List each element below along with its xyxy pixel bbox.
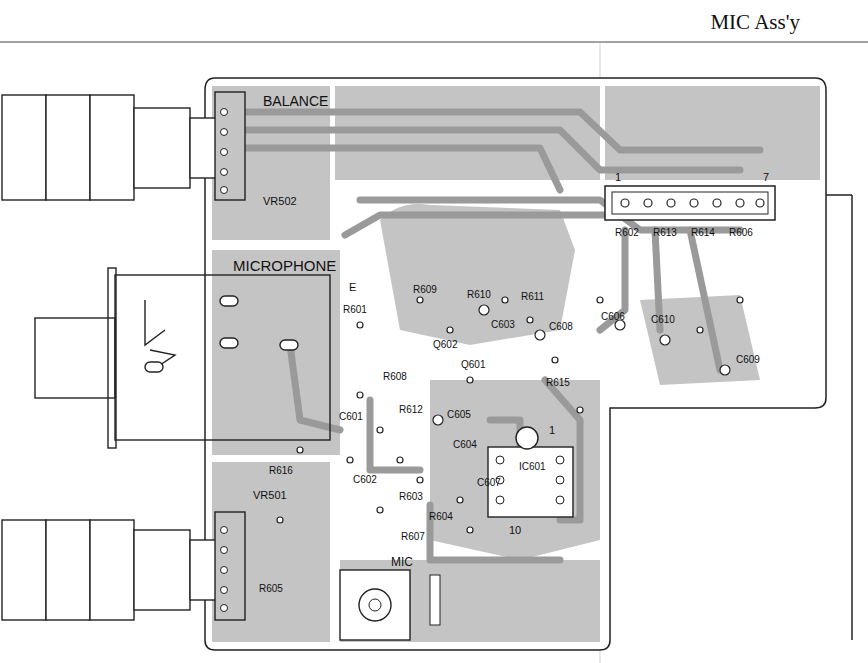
part-label: R601	[342, 305, 368, 315]
part-label: VR502	[262, 196, 298, 207]
part-label: MIC	[390, 556, 414, 568]
part-label: IC601	[518, 462, 547, 472]
part-label: R604	[428, 512, 454, 522]
part-label: C605	[446, 410, 472, 420]
part-label: C607	[476, 478, 502, 488]
part-label: R605	[258, 584, 284, 594]
part-label: Q602	[432, 340, 458, 350]
part-label: R610	[466, 290, 492, 300]
part-label: MICROPHONE	[232, 258, 337, 273]
part-label: 10	[508, 525, 522, 536]
part-label: Q601	[460, 360, 486, 370]
part-label: R614	[690, 228, 716, 238]
part-label: R603	[398, 492, 424, 502]
part-label: C609	[735, 355, 761, 365]
part-label: 1	[548, 425, 556, 436]
part-label: C608	[548, 322, 574, 332]
part-label: R616	[268, 466, 294, 476]
part-label: R608	[382, 372, 408, 382]
part-label: 1	[614, 172, 622, 183]
part-label: R607	[400, 532, 426, 542]
part-label: C602	[352, 475, 378, 485]
part-label: C606	[600, 312, 626, 322]
part-label: E	[348, 282, 357, 293]
part-label: C610	[650, 315, 676, 325]
part-label: R606	[728, 228, 754, 238]
part-label: R611	[520, 292, 545, 302]
part-label: R615	[545, 378, 571, 388]
part-label: R612	[398, 405, 424, 415]
part-label: C603	[490, 320, 516, 330]
assembly-title: MIC Ass'y	[710, 10, 800, 35]
part-label: R613	[652, 228, 678, 238]
part-label: C604	[452, 440, 478, 450]
part-label: R602	[614, 228, 640, 238]
part-label: R609	[412, 285, 438, 295]
part-label: BALANCE	[262, 94, 329, 108]
part-label: VR501	[252, 490, 288, 501]
part-label: 7	[762, 172, 770, 183]
part-label: C601	[338, 412, 364, 422]
